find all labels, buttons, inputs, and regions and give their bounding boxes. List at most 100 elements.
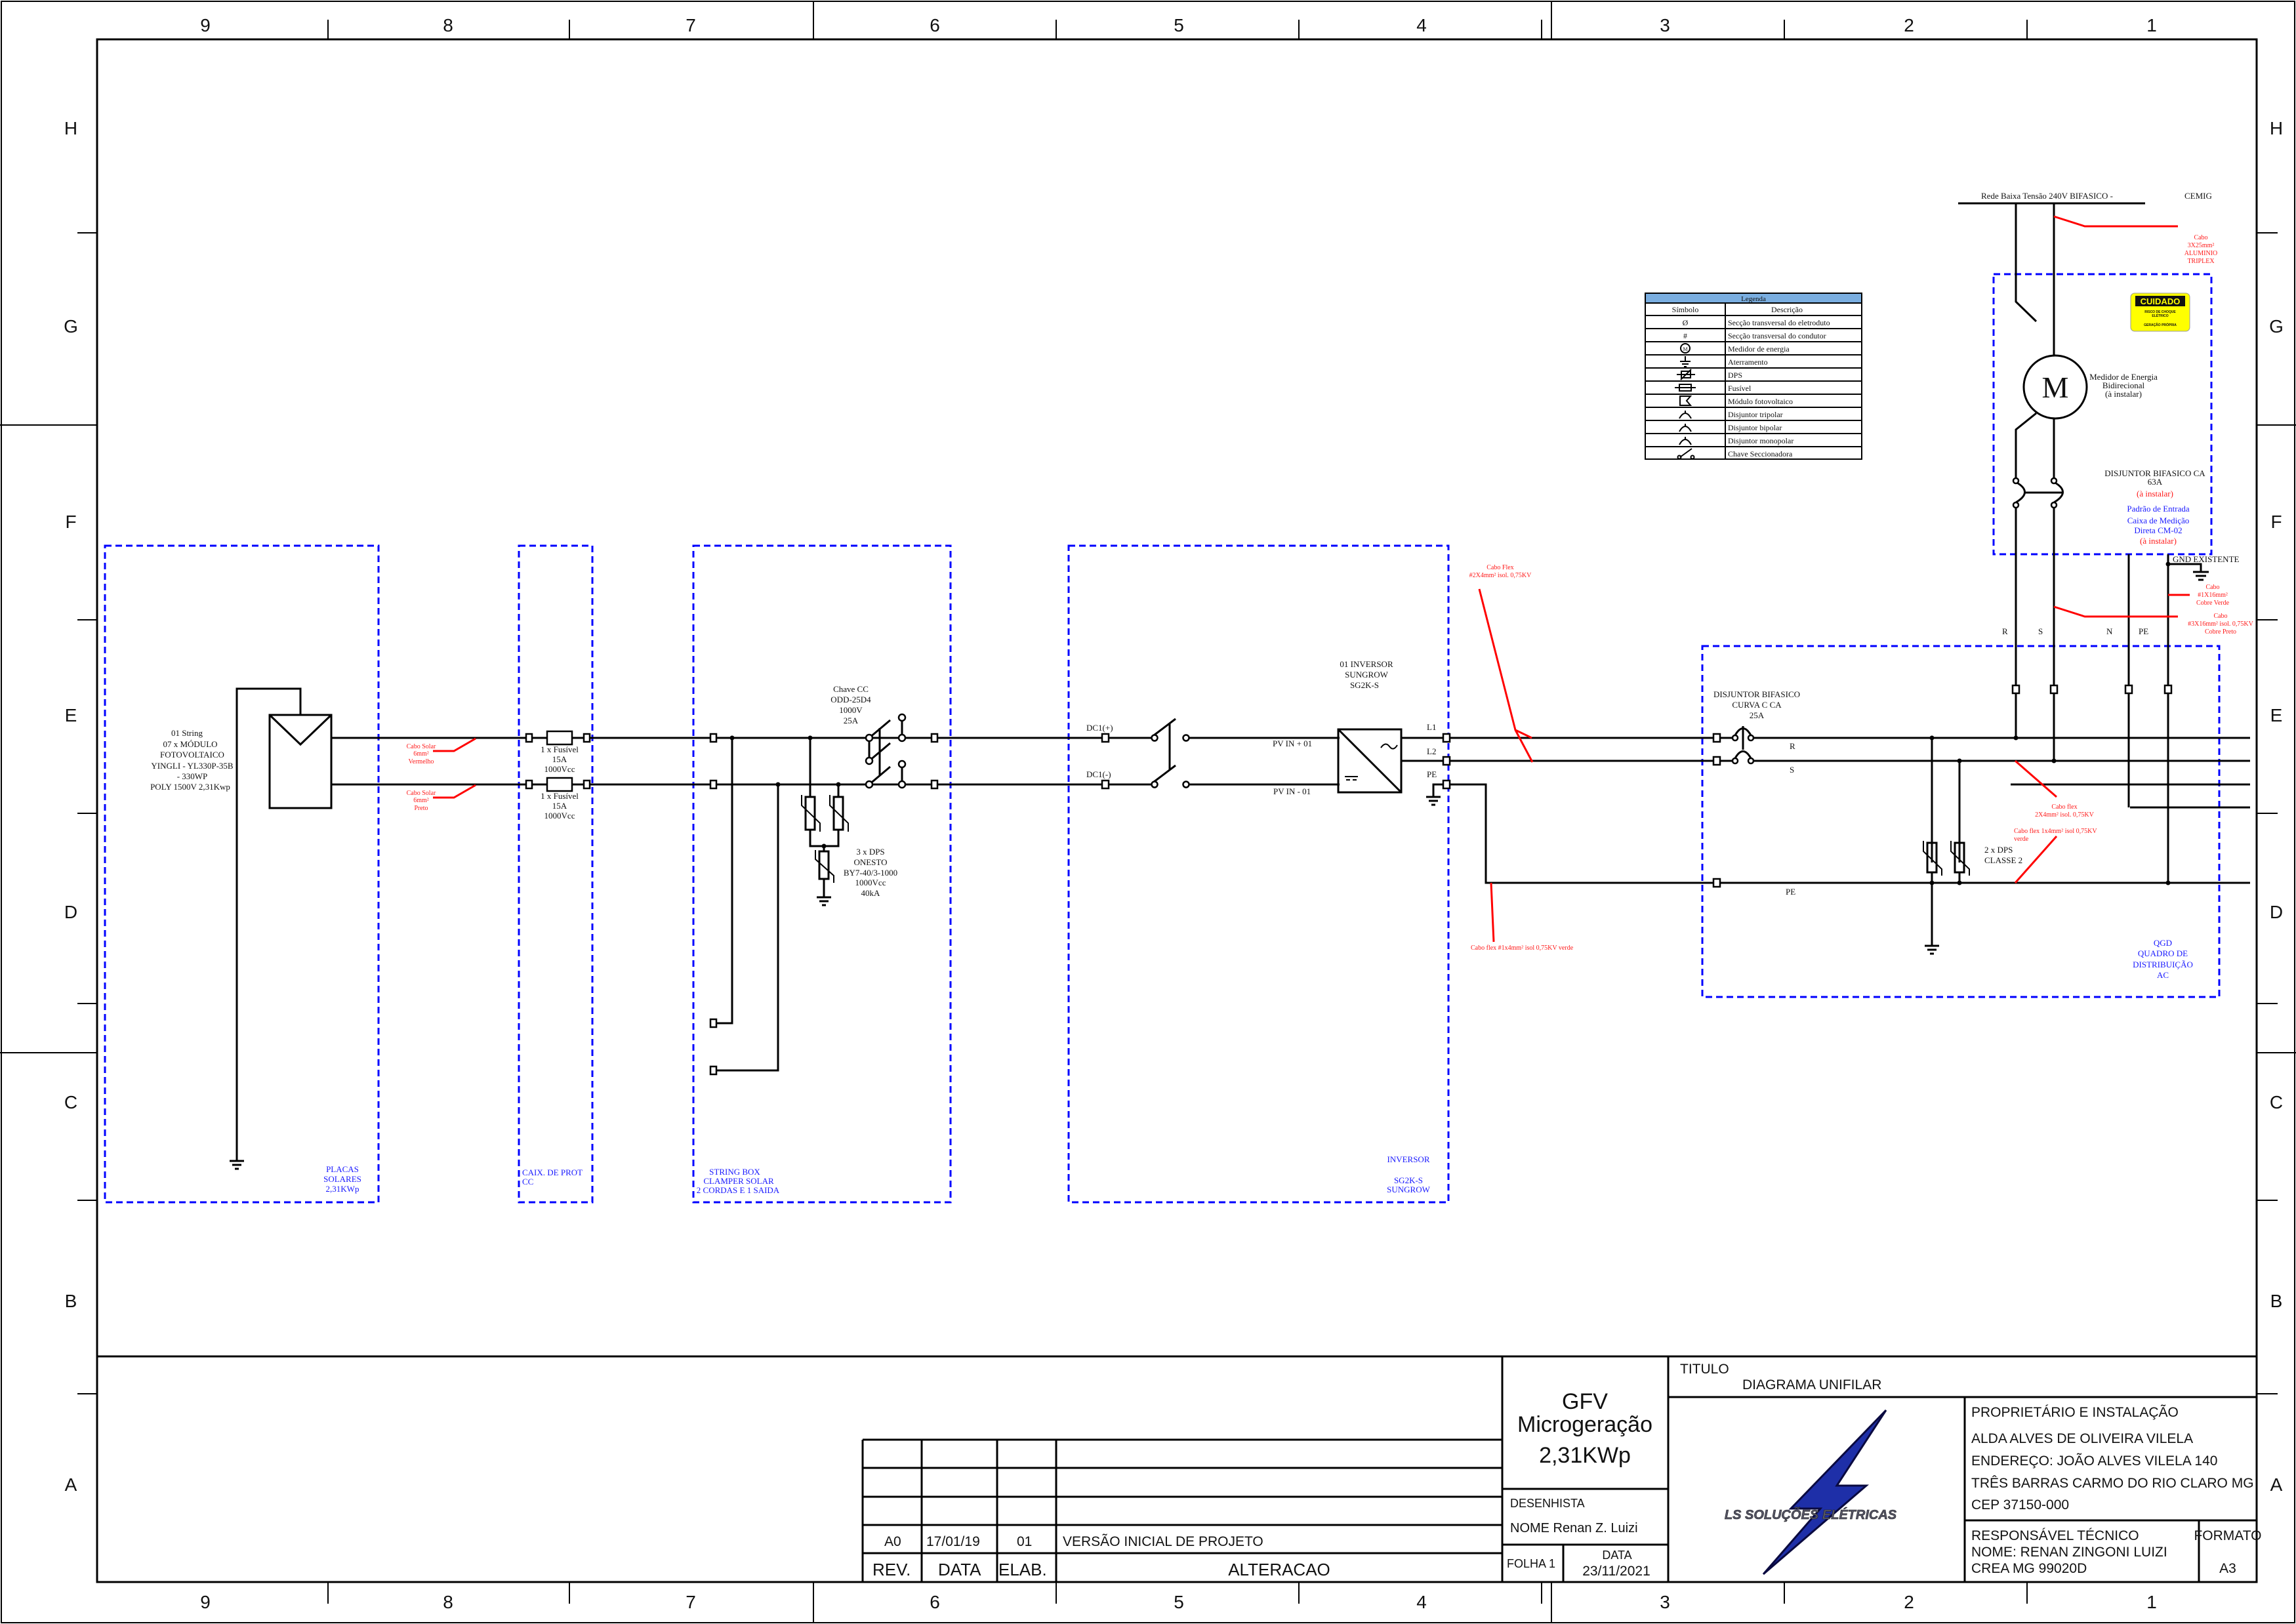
rev-cell: A0 (884, 1534, 901, 1549)
drafter-label: DESENHISTA (1510, 1497, 1585, 1510)
box-label: CLAMPER SOLAR (703, 1176, 774, 1186)
dc-pos-label: DC1(+) (1086, 723, 1113, 733)
row-label: D (64, 902, 77, 922)
inverter-circuit (937, 718, 2250, 884)
cable-label: TRIPLEX (2187, 258, 2215, 265)
format-value: A3 (2219, 1561, 2236, 1576)
network-label: Rede Baixa Tensão 240V BIFASICO - (1981, 191, 2113, 201)
cable-label: #1X16mm² (2198, 592, 2228, 599)
col-label: 4 (1416, 15, 1427, 35)
row-label: G (2269, 316, 2284, 336)
col-label: 1 (2146, 1592, 2157, 1612)
pv-desc: 07 x MÓDULO (163, 739, 217, 749)
cable-label: 3X25mm² (2188, 242, 2215, 249)
dps-label: 2 x DPS (1984, 845, 2013, 855)
row-label: G (64, 316, 78, 336)
drawing-title: DIAGRAMA UNIFILAR (1742, 1377, 1881, 1392)
meter-label: (à instalar) (2105, 389, 2142, 399)
fuse-icon (546, 777, 573, 792)
dps-label: BY7-40/3-1000 (844, 868, 897, 878)
box-label: INVERSOR (1387, 1154, 1429, 1164)
fuse-icon (546, 730, 573, 746)
ground-icon (2193, 571, 2209, 581)
dps-icon (1677, 369, 1695, 380)
meter-label: Bidirecional (2102, 380, 2145, 390)
row-label: C (64, 1092, 77, 1112)
box-label: QGD (2154, 938, 2172, 948)
row-label: B (65, 1291, 77, 1311)
to-install-label: (à instalar) (2137, 489, 2173, 498)
date-label: DATA (1602, 1549, 1631, 1562)
box-label: 2 CORDAS E 1 SAIDA (697, 1185, 780, 1195)
dc-protection-box (518, 544, 594, 1204)
fuse-label: 1 x Fusível (541, 791, 579, 801)
dc-neg-label: DC1(-) (1086, 769, 1111, 779)
owner-line: PROPRIETÁRIO E INSTALAÇÃO (1971, 1404, 2179, 1420)
dps-label: 1000Vcc (855, 878, 886, 887)
cable-label: Cabo flex #1x4mm² isol 0,75KV verde (1471, 944, 1574, 952)
title-label: TITULO (1680, 1362, 1729, 1377)
utility-label: CEMIG (2184, 191, 2212, 201)
main-breaker-label: DISJUNTOR BIFASICO CA (2104, 468, 2205, 478)
entry-standard-box (1992, 273, 2213, 556)
string-box (692, 544, 952, 1204)
legend-title: Legenda (1741, 295, 1766, 303)
tech-line: CREA MG 99020D (1971, 1561, 2087, 1576)
ground-icon (817, 896, 831, 906)
col-label: 6 (930, 1592, 940, 1612)
cable-label: 6mm² (413, 797, 429, 804)
box-label: STRING BOX (709, 1167, 760, 1177)
fuse-icon (1675, 384, 1696, 392)
box-label: 2,31KWp (326, 1184, 359, 1194)
sheet-number: FOLHA 1 (1507, 1557, 1555, 1570)
cable-marker (2014, 760, 2058, 883)
date-header: DATA (938, 1560, 981, 1579)
phase-label: N (2106, 626, 2113, 636)
cable-label: Vermelho (409, 758, 434, 765)
row-label: E (65, 705, 77, 725)
box-label: AC (2157, 970, 2169, 980)
fuse-label: 15A (552, 801, 567, 811)
dc-switch-label: ODD-25D4 (830, 695, 871, 704)
switch-icon (1679, 448, 1692, 458)
box-label: SOLARES (323, 1174, 361, 1184)
box-label: QUADRO DE (2138, 948, 2188, 958)
cable-marker (433, 737, 476, 799)
tech-line: RESPONSÁVEL TÉCNICO (1971, 1528, 2139, 1543)
owner-line: CEP 37150-000 (1971, 1497, 2069, 1512)
row-label: A (2270, 1474, 2283, 1495)
grid-entry-circuit: M (1958, 202, 2209, 885)
breaker-icon (1679, 437, 1692, 445)
string-box-circuit (709, 713, 939, 1076)
pv-desc: YINGLI - YL330P-35B (151, 761, 233, 771)
row-label: D (2270, 902, 2283, 922)
fuse-label: 1000Vcc (544, 811, 575, 821)
pv-in-pos-label: PV IN + 01 (1273, 739, 1312, 748)
row-label: F (65, 512, 76, 532)
project-line: 2,31KWp (1539, 1443, 1631, 1468)
row-label: C (2270, 1092, 2283, 1112)
cable-label: #2X4mm² isol. 0,75KV (1469, 572, 1532, 579)
row-label: E (2270, 705, 2283, 725)
qgd-breaker-label: CURVA C CA (1732, 700, 1782, 710)
legend-description: Módulo fotovoltaico (1728, 397, 1793, 406)
cable-label: Cabo flex 1x4mm² isol 0,75KV (2014, 828, 2097, 835)
qgd-box (1701, 645, 2221, 998)
owner-line: TRÊS BARRAS CARMO DO RIO CLARO MG (1971, 1476, 2254, 1491)
title-block: A0 17/01/19 01 VERSÃO INICIAL DE PROJETO… (97, 1355, 2262, 1582)
qgd-circuit (1712, 726, 2250, 955)
legend-symbol: M (1683, 346, 1687, 352)
l2-label: L2 (1427, 746, 1436, 756)
inverter-box (1067, 544, 1450, 1204)
project-line: GFV (1562, 1389, 1608, 1414)
col-label: 3 (1660, 15, 1670, 35)
row-label: H (2270, 118, 2283, 138)
date-value: 23/11/2021 (1582, 1564, 1650, 1579)
box-label: PLACAS (326, 1164, 359, 1174)
legend-table: Legenda Símbolo Descrição Ø # M Secção t… (1645, 293, 1862, 460)
owner-line: ENDEREÇO: JOÃO ALVES VILELA 140 (1971, 1453, 2217, 1469)
dps-icon (801, 795, 849, 883)
entry-label: Padrão de Entrada (2127, 504, 2190, 514)
